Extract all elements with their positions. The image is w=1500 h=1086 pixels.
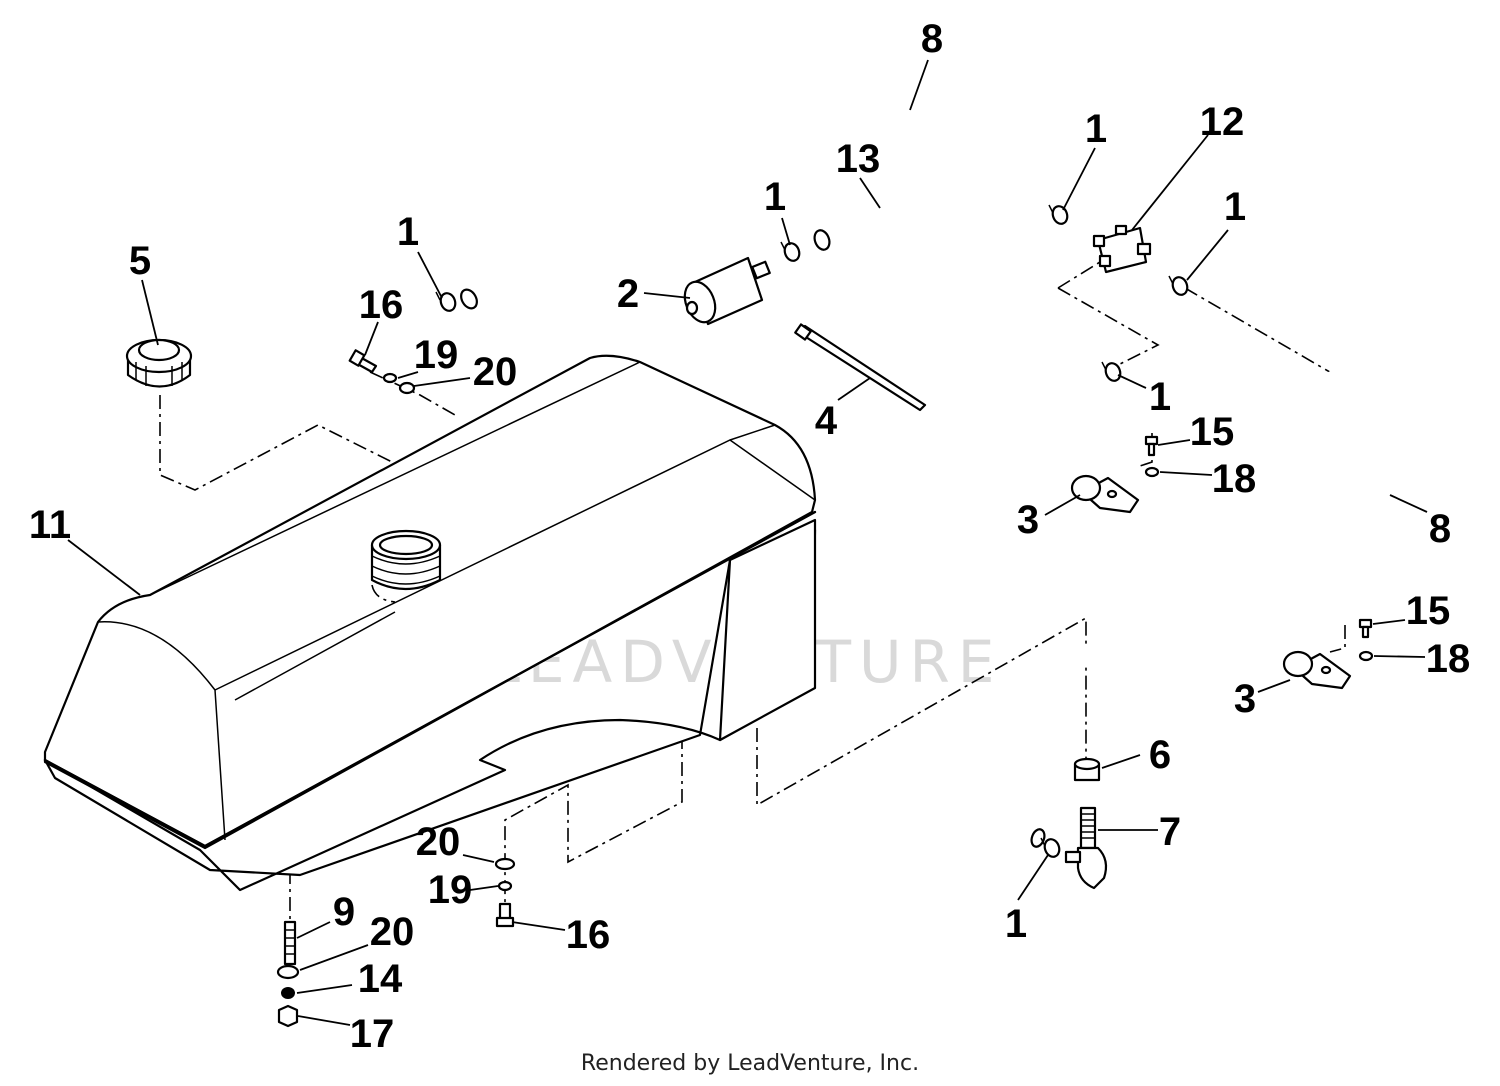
bolt-16-lower bbox=[495, 902, 515, 928]
callout-1-tee-right: 1 bbox=[1224, 185, 1246, 229]
washer-20-upper bbox=[398, 381, 416, 395]
callout-13: 13 bbox=[836, 137, 881, 181]
callout-16-lower: 16 bbox=[566, 913, 611, 957]
callout-3-upper: 3 bbox=[1017, 498, 1039, 542]
stud-9 bbox=[283, 920, 297, 966]
callouts: 8 8 1 1 1 1 1 1 12 13 5 2 16 16 19 19 20… bbox=[29, 17, 1470, 1056]
callout-20-stud: 20 bbox=[370, 910, 415, 954]
callout-18-lower: 18 bbox=[1426, 637, 1471, 681]
shutoff-valve-7 bbox=[1064, 806, 1108, 890]
callout-20-upper: 20 bbox=[473, 350, 518, 394]
callout-11: 11 bbox=[29, 503, 71, 547]
clamp-1f bbox=[1040, 837, 1061, 858]
hose-8-upper bbox=[460, 84, 1029, 310]
leader-lines bbox=[67, 59, 1428, 1026]
callout-8-upper: 8 bbox=[921, 17, 943, 61]
callout-9: 9 bbox=[333, 890, 355, 934]
bolt-15-upper bbox=[1144, 435, 1159, 457]
washer-18-lower bbox=[1358, 650, 1374, 662]
washer-19-upper bbox=[382, 372, 398, 384]
callout-14: 14 bbox=[358, 957, 403, 1001]
callout-8-right: 8 bbox=[1429, 507, 1451, 551]
clamp-1d bbox=[1168, 275, 1189, 296]
hose-13 bbox=[813, 211, 1087, 419]
bolt-15-lower bbox=[1358, 618, 1373, 639]
hose-8-right bbox=[961, 370, 1409, 848]
callout-5: 5 bbox=[129, 239, 151, 283]
bushing-6 bbox=[1073, 757, 1101, 782]
callout-1-tee-left: 1 bbox=[1085, 107, 1107, 151]
bolt-16-upper bbox=[348, 349, 378, 374]
callout-18-upper: 18 bbox=[1212, 457, 1257, 501]
clamp-3-lower bbox=[1282, 650, 1352, 690]
cable-tie-4 bbox=[794, 323, 927, 412]
clamp-1b bbox=[780, 241, 801, 262]
callout-20-lower: 20 bbox=[416, 820, 461, 864]
tee-fitting-12 bbox=[1092, 224, 1152, 274]
fuel-filter-2 bbox=[683, 256, 771, 326]
washer-18-upper bbox=[1144, 466, 1160, 478]
washer-19-lower bbox=[497, 880, 513, 892]
clamp-1a bbox=[435, 291, 457, 312]
callout-7: 7 bbox=[1159, 810, 1181, 854]
lock-washer-14 bbox=[281, 987, 295, 999]
washer-20-lower bbox=[494, 857, 516, 871]
fuel-tank-11 bbox=[43, 354, 817, 892]
callout-4: 4 bbox=[815, 399, 838, 443]
callout-1-valve: 1 bbox=[1005, 902, 1027, 946]
callout-1-hose-end: 1 bbox=[397, 210, 419, 254]
assembly-lines bbox=[159, 261, 1346, 925]
hose-clamps bbox=[435, 204, 1189, 858]
callout-15-lower: 15 bbox=[1406, 589, 1451, 633]
nut-17 bbox=[277, 1004, 299, 1028]
callout-2: 2 bbox=[617, 272, 639, 316]
callout-12: 12 bbox=[1200, 100, 1245, 144]
washer-20-stud bbox=[276, 964, 300, 980]
fuel-cap-5 bbox=[125, 338, 193, 388]
callout-6: 6 bbox=[1149, 733, 1171, 777]
callout-19-lower: 19 bbox=[428, 868, 473, 912]
clamp-1c bbox=[1048, 204, 1069, 225]
callout-1-filter: 1 bbox=[764, 175, 786, 219]
callout-17: 17 bbox=[350, 1012, 395, 1056]
callout-19-upper: 19 bbox=[414, 333, 459, 377]
callout-16-upper: 16 bbox=[359, 283, 404, 327]
clamp-3-upper bbox=[1070, 474, 1140, 514]
clamp-1e bbox=[1101, 361, 1122, 382]
callout-15-upper: 15 bbox=[1190, 410, 1235, 454]
callout-1-hose13-end: 1 bbox=[1149, 375, 1171, 419]
credit-footer: Rendered by LeadVenture, Inc. bbox=[580, 1051, 920, 1076]
callout-3-lower: 3 bbox=[1234, 677, 1256, 721]
